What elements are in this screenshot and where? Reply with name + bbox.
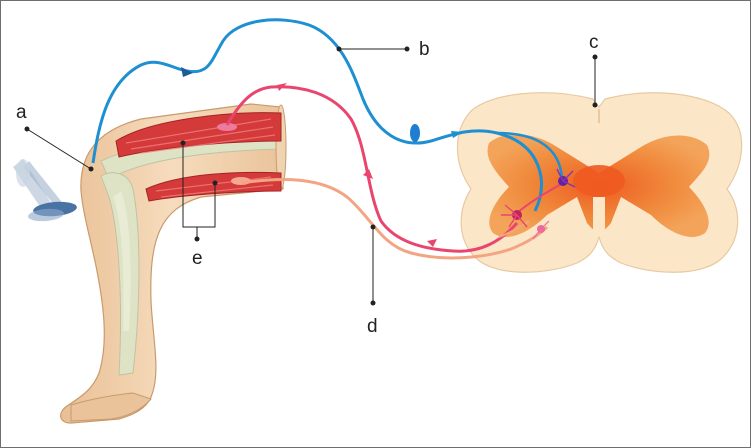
label-e: e [192,249,203,268]
reflex-hammer-icon [13,159,78,223]
arrow-icon [427,239,437,247]
label-a: a [16,103,27,122]
spinal-cord [457,93,741,273]
label-c: c [589,33,599,52]
dorsal-root-ganglion [410,124,420,142]
label-d: d [367,317,378,336]
label-b: b [419,40,430,59]
